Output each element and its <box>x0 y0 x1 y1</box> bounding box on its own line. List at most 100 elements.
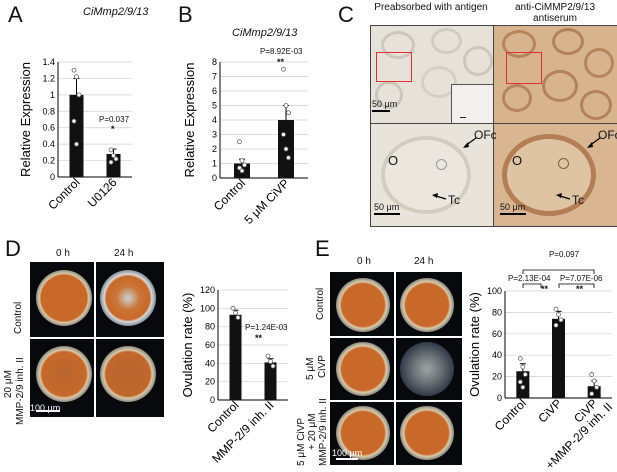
significance-bracket <box>522 283 542 288</box>
y-tick-label: 0.2 <box>42 156 55 166</box>
pvalue-e-left: P=2.13E-04 <box>508 274 551 283</box>
y-tick-label: 8 <box>212 57 217 67</box>
bar <box>552 318 565 398</box>
data-point <box>286 110 291 116</box>
panel-label-c: C <box>338 2 354 27</box>
x-tick-label: 5 μM CiVP <box>241 176 292 227</box>
x-tick-label: U0126 <box>85 175 120 210</box>
x-tick-label: CiVP+MMP-2/9 inh. II <box>534 391 616 471</box>
y-tick-label: 60 <box>205 340 215 350</box>
data-point <box>283 103 289 108</box>
e-row-label-civp-conc: 5 μM <box>305 357 316 380</box>
y-tick-label: 0.6 <box>42 123 55 133</box>
y-tick-label: 7 <box>212 72 217 82</box>
data-point <box>265 353 271 359</box>
y-tick-label: 40 <box>492 350 502 360</box>
d-row-label-inhibitor-conc: 20 μM <box>3 370 14 398</box>
data-point <box>111 153 116 159</box>
e-row-label-civp-inh-3: MMP-2/9 inh. II <box>318 398 329 466</box>
bar <box>69 94 84 177</box>
y-tick-label: 1.2 <box>42 73 55 83</box>
y-tick-label: 5 <box>212 101 217 111</box>
data-point <box>517 356 523 361</box>
panel-label-d: D <box>5 236 21 261</box>
data-point <box>71 67 77 73</box>
y-tick-label: 0.8 <box>42 106 55 116</box>
significance-bracket <box>558 283 595 288</box>
label-oocyte-pos: O <box>512 153 523 168</box>
data-point <box>242 162 247 168</box>
panel-label-e: E <box>315 236 330 261</box>
y-tick-label: 20 <box>205 377 215 387</box>
ihc-scale-label-bottom-left: 50 μm <box>374 202 400 212</box>
data-point <box>520 364 526 370</box>
ihc-antiserum-high-mag <box>494 124 617 226</box>
bar <box>229 314 242 400</box>
chart-a: Relative Expression00.20.40.60.811.21.4C… <box>18 57 132 212</box>
e-scale-label: 100 μm <box>332 448 363 458</box>
label-ofc-neg: OFc <box>474 128 497 142</box>
e-row-label-civp: CiVP <box>317 355 328 378</box>
data-point <box>517 379 523 385</box>
data-point <box>283 146 289 152</box>
e-micrograph-grid <box>330 272 462 465</box>
data-point <box>553 322 559 328</box>
y-tick-label: 4 <box>212 115 217 125</box>
x-tick-label: CiVP <box>535 396 564 425</box>
panel-label-a: A <box>8 2 23 27</box>
data-point <box>233 310 238 316</box>
d-time-24h: 24 h <box>114 248 134 259</box>
y-tick-label: 100 <box>487 286 502 296</box>
d-time-0h: 0 h <box>56 248 70 259</box>
data-point <box>230 305 236 311</box>
y-tick-label: 1 <box>212 159 217 169</box>
y-tick-label: 0 <box>497 393 502 403</box>
panel-label-b: B <box>178 2 193 27</box>
data-point <box>237 165 242 171</box>
y-tick-label: 100 <box>200 303 215 313</box>
ihc-column-label-negative: Preabsorbed with antigen <box>374 2 488 13</box>
y-tick-label: 0 <box>210 395 215 405</box>
data-point <box>594 384 600 390</box>
e-time-0h: 0 h <box>357 256 371 267</box>
data-point <box>235 315 241 320</box>
ihc-antiserum-low-mag <box>494 26 617 123</box>
data-point <box>268 359 273 364</box>
pvalue-b: P=8.92E-03 <box>260 47 303 56</box>
data-point <box>281 132 286 137</box>
data-point <box>286 155 291 161</box>
y-tick-label: 0.4 <box>42 139 55 149</box>
significance-e-right: ** <box>576 284 584 294</box>
ihc-negative-low-mag <box>371 26 494 124</box>
d-row-label-inhibitor: MMP-2/9 inh. II <box>15 357 26 425</box>
data-point <box>522 372 528 377</box>
label-tc-pos: Tc <box>572 193 584 207</box>
y-tick-label: 1 <box>50 90 55 100</box>
e-time-24h: 24 h <box>414 256 434 267</box>
ihc-scale-label-top: 50 μm <box>372 99 398 109</box>
y-axis-label: Ovulation rate (%) <box>467 292 482 397</box>
data-point <box>113 156 119 162</box>
data-point <box>556 312 561 317</box>
y-tick-label: 120 <box>200 285 215 295</box>
region-box-antiserum <box>506 52 542 84</box>
y-tick-label: 1.4 <box>42 57 55 67</box>
y-tick-label: 40 <box>205 358 215 368</box>
significance-bracket <box>522 269 595 274</box>
ihc-scale-label-bottom-right: 50 μm <box>500 202 526 212</box>
y-axis-label: Relative Expression <box>18 62 33 177</box>
region-box-negative <box>376 52 412 82</box>
data-point <box>237 139 242 145</box>
pvalue-e-top: P=0.097 <box>549 250 580 259</box>
bar <box>516 371 530 398</box>
y-tick-label: 3 <box>212 130 217 140</box>
significance-a: * <box>111 124 115 134</box>
data-point <box>589 391 595 397</box>
label-oocyte-neg: O <box>388 153 399 168</box>
data-point <box>270 363 276 369</box>
data-point <box>553 306 559 312</box>
y-tick-label: 20 <box>492 372 502 382</box>
inset-negative <box>451 84 494 124</box>
data-point <box>558 317 564 323</box>
